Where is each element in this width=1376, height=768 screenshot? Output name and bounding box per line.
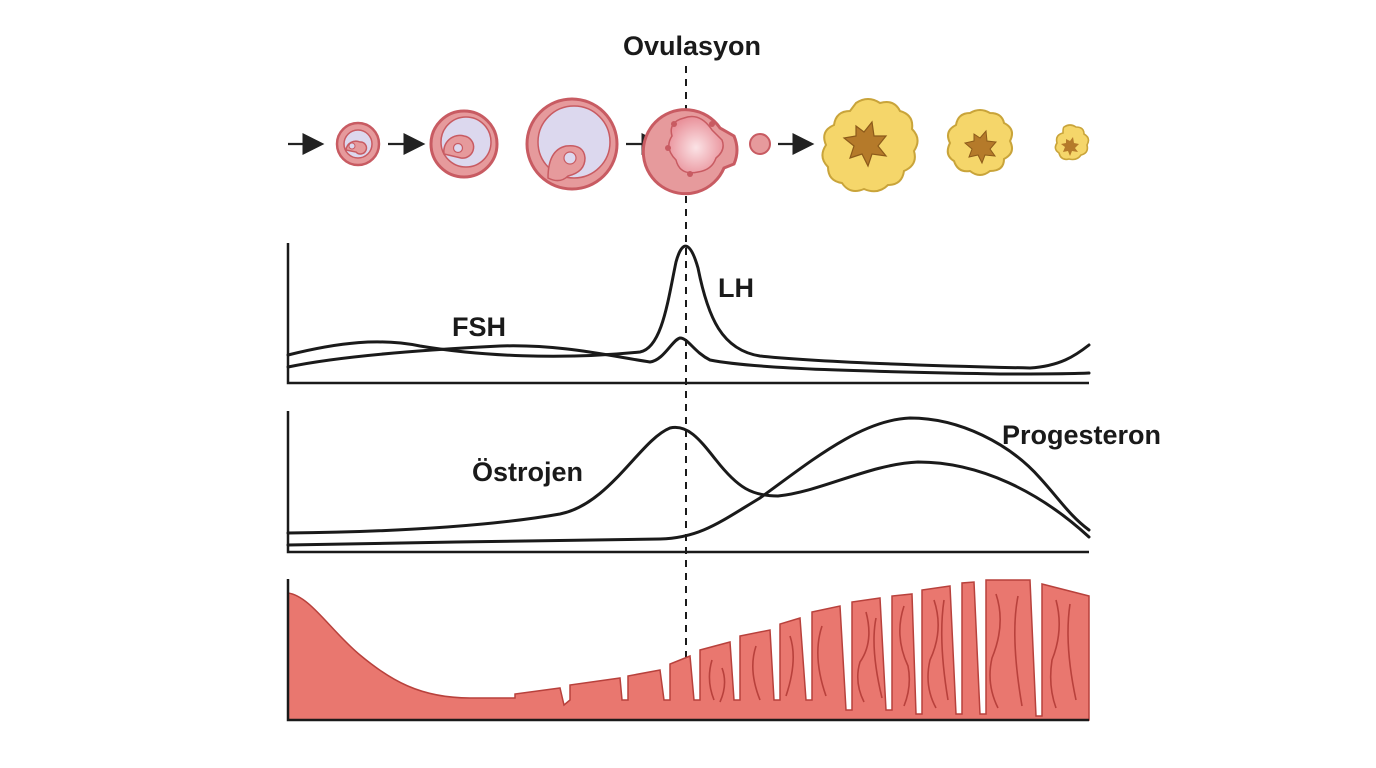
endometrium-panel [286, 579, 1090, 722]
ovarian-hormone-panel: Östrojen Progesteron [286, 411, 1161, 554]
ruptured-follicle-icon [641, 108, 771, 196]
corpus-luteum-icon [946, 109, 1013, 176]
lh-label: LH [718, 273, 754, 303]
follicle-row [288, 97, 1090, 196]
fsh-curve [286, 336, 1091, 376]
panel1-axes [286, 243, 1089, 385]
estrogen-curve [286, 425, 1091, 539]
ovulation-label: Ovulasyon [623, 31, 761, 61]
estrogen-label: Östrojen [472, 457, 583, 487]
follicle-icon [525, 97, 619, 191]
corpus-luteum-icon [821, 98, 919, 193]
progesterone-curve [286, 416, 1091, 547]
panel2-axes [286, 411, 1089, 554]
endometrium-layer [287, 579, 1090, 721]
follicle-icon [335, 121, 381, 167]
panel3-axes [286, 579, 1089, 722]
progesterone-label: Progesteron [1002, 420, 1161, 450]
fsh-label: FSH [452, 312, 506, 342]
follicle-icon [429, 109, 499, 179]
gonadotropin-panel: LH FSH [286, 243, 1091, 385]
corpus-luteum-icon [1054, 124, 1090, 161]
endometrium-glands [708, 593, 1077, 709]
lh-curve [286, 244, 1091, 370]
